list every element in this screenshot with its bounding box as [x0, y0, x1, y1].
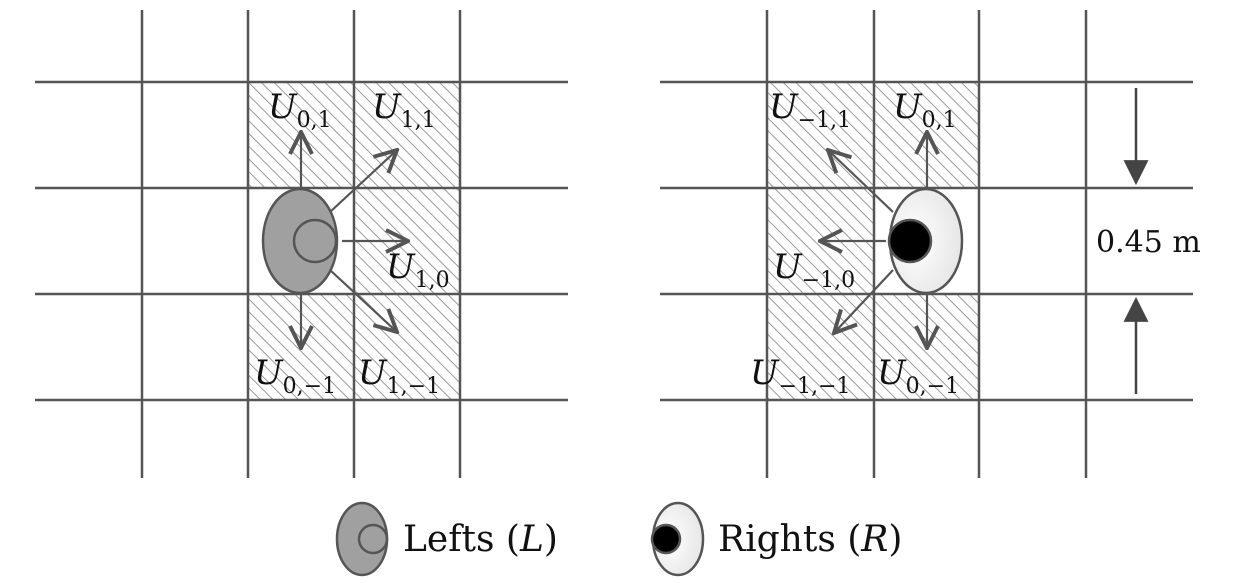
left-label-u-1-0: U1,0	[386, 247, 450, 293]
right-panel: U−1,1 U0,1 U−1,0 U−1,−1 U0,−1 0.45 m	[660, 10, 1201, 478]
legend-lefts-label: Lefts (L)	[403, 519, 558, 560]
left-label-u-1-m1: U1,−1	[358, 353, 440, 399]
right-label-u-m1-0: U−1,0	[773, 247, 855, 293]
left-pedestrian-head	[292, 218, 338, 264]
left-panel: U0,1 U1,1 U1,0 U0,−1 U1,−1	[35, 10, 568, 478]
left-arrows	[301, 132, 408, 348]
left-label-u-0-1: U0,1	[268, 87, 332, 133]
left-label-u-0-m1: U0,−1	[254, 353, 336, 399]
right-cell-m1-1	[767, 82, 874, 188]
left-cell-1-1	[354, 82, 460, 188]
left-arrow-down-right	[329, 269, 397, 332]
right-pedestrian	[887, 187, 964, 295]
legend: Lefts (L) Rights (R)	[335, 501, 902, 577]
right-arrow-up-left	[828, 150, 894, 213]
right-label-u-m1-1: U−1,1	[769, 87, 851, 133]
left-pedestrian	[261, 187, 339, 295]
legend-rights: Rights (R)	[650, 501, 902, 577]
legend-rights-label: Rights (R)	[718, 519, 902, 560]
dimension-label: 0.45 m	[1096, 225, 1201, 260]
left-cell-1-m1	[354, 294, 460, 400]
right-arrows	[820, 132, 927, 348]
right-pedestrian-head	[887, 218, 933, 264]
legend-lefts-icon	[335, 501, 389, 577]
right-label-u-0-1: U0,1	[893, 87, 957, 133]
right-label-u-m1-m1: U−1,−1	[750, 353, 851, 399]
legend-lefts: Lefts (L)	[335, 501, 558, 577]
legend-rights-icon	[650, 501, 705, 577]
right-labels: U−1,1 U0,1 U−1,0 U−1,−1 U0,−1	[750, 87, 959, 399]
left-label-u-1-1: U1,1	[372, 87, 436, 133]
left-labels: U0,1 U1,1 U1,0 U0,−1 U1,−1	[254, 87, 450, 399]
left-arrow-up-right	[329, 150, 397, 213]
right-label-u-0-m1: U0,−1	[877, 353, 959, 399]
right-grid	[660, 10, 1193, 478]
right-arrow-down-left	[834, 269, 894, 333]
